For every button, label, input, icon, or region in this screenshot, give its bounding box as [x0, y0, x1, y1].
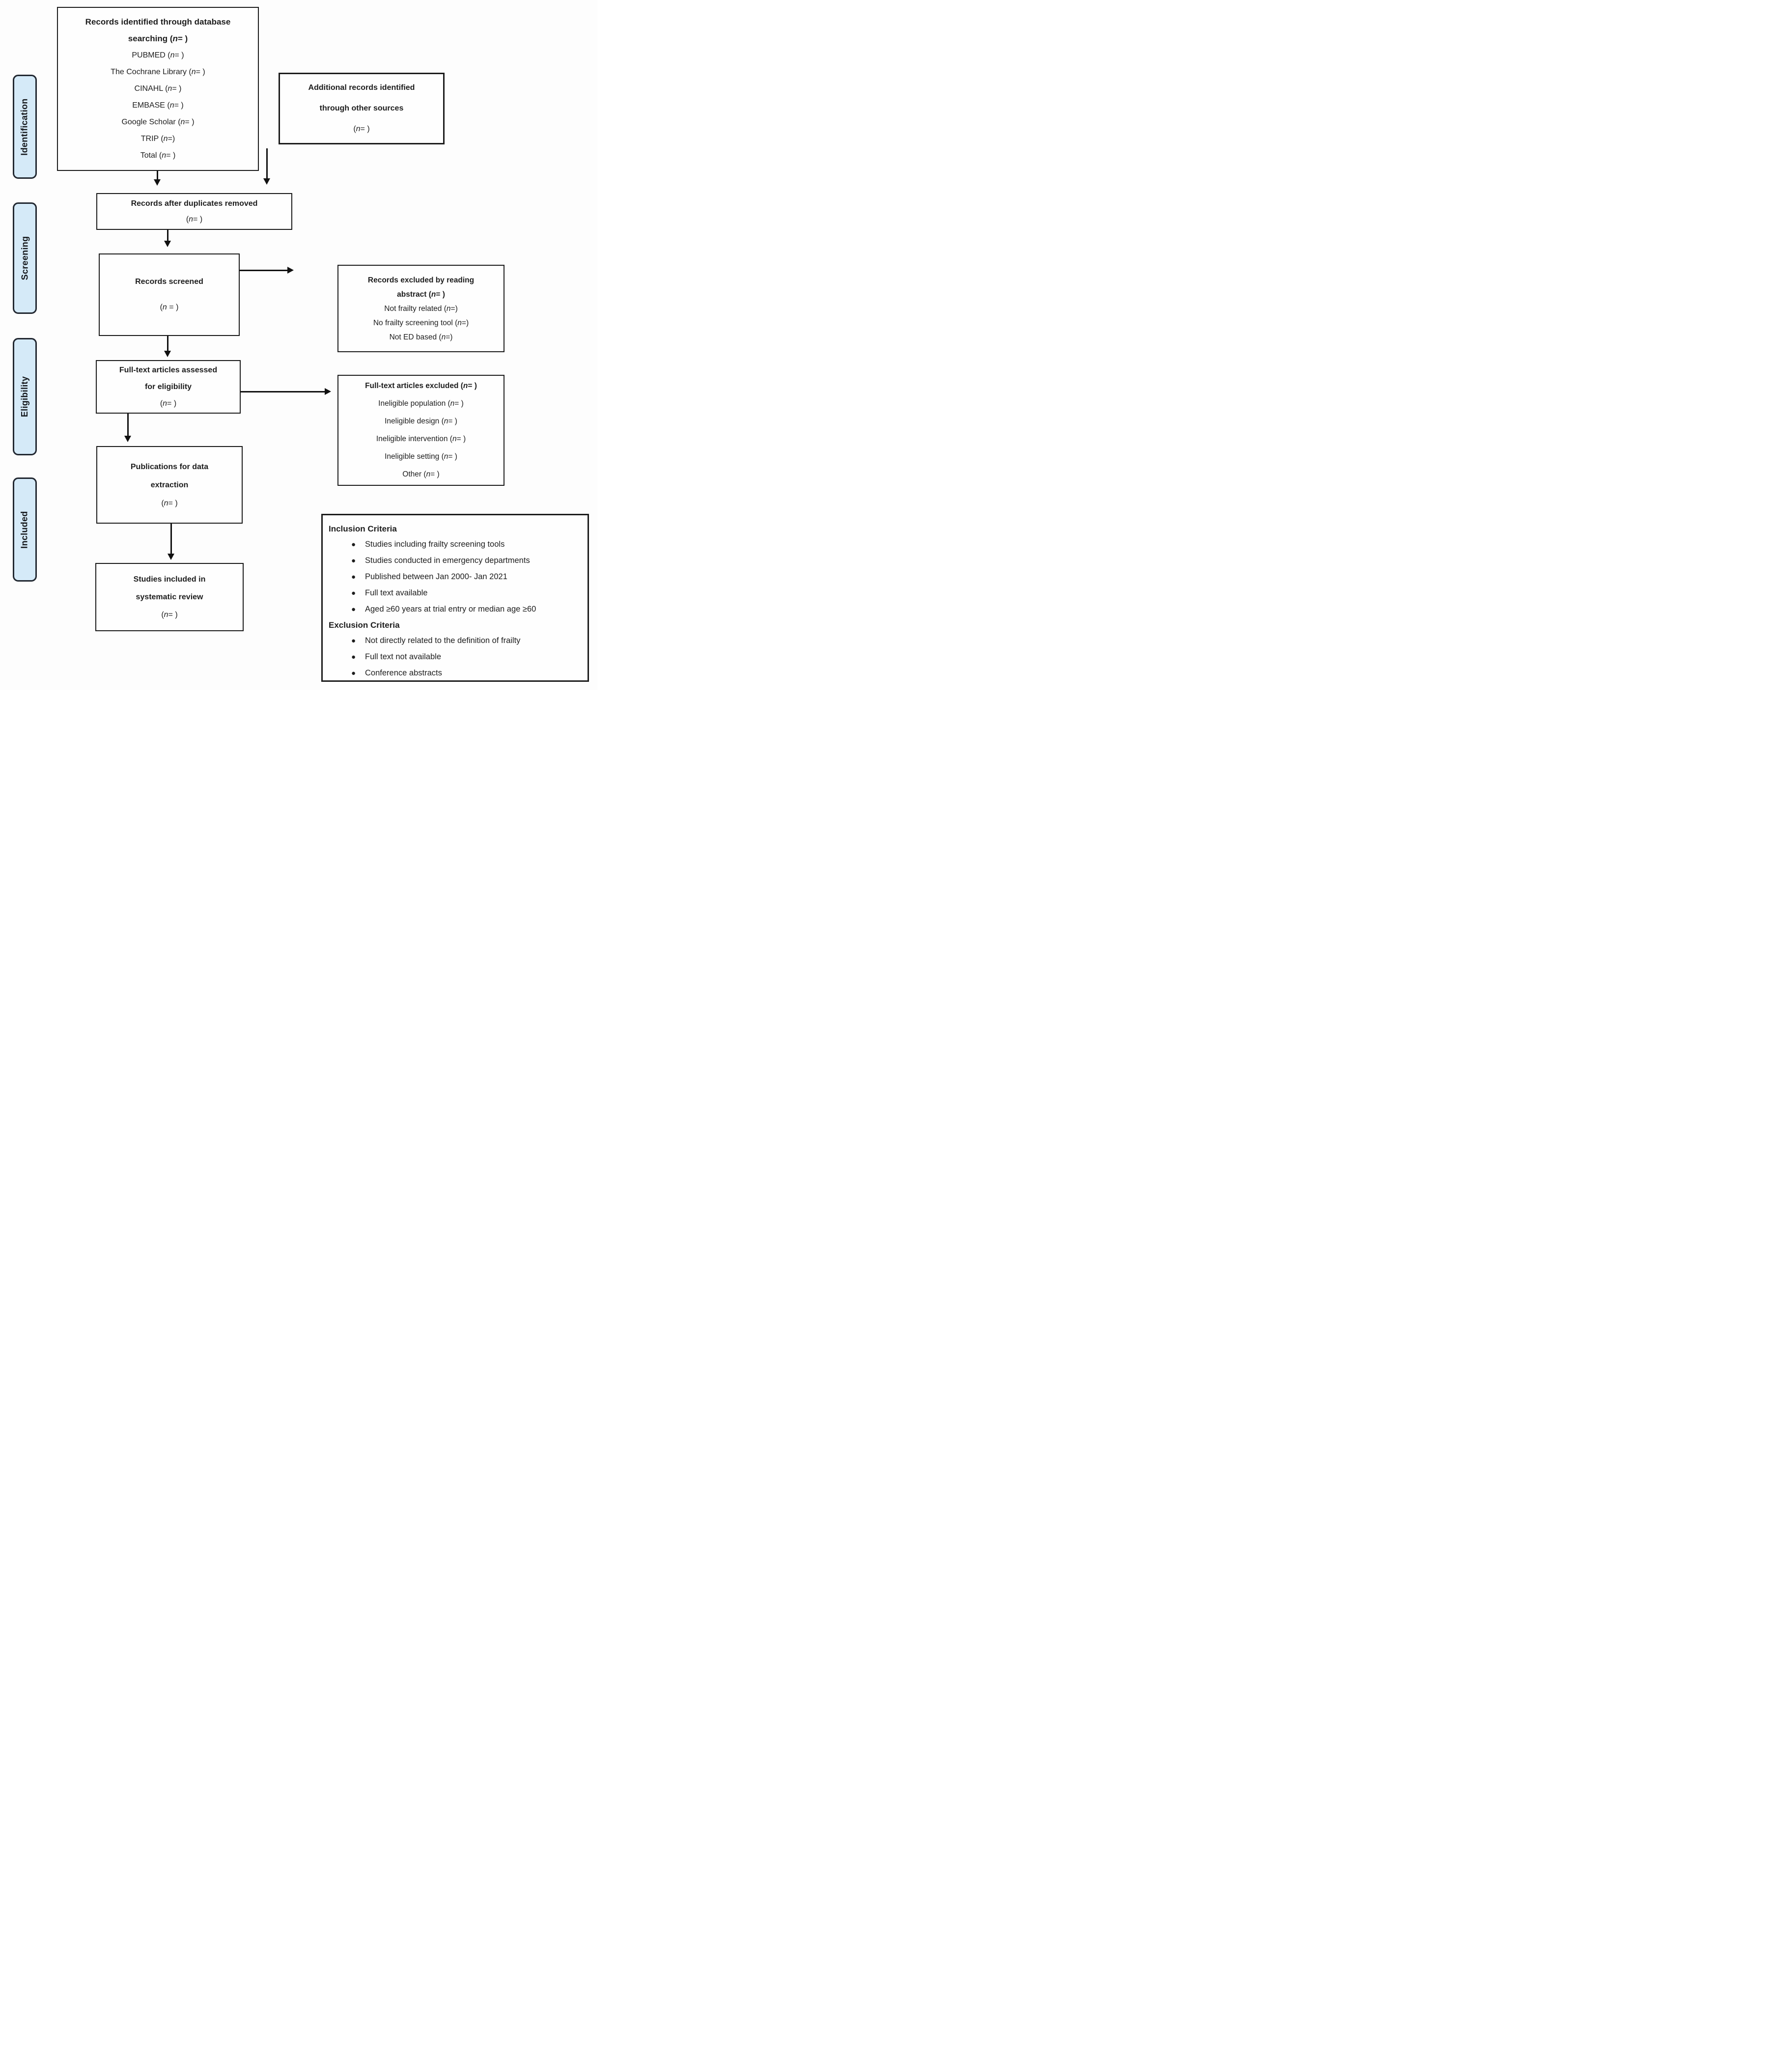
box-title-line: Publications for data — [130, 462, 209, 471]
database-line: EMBASE (n= ) — [132, 101, 184, 110]
database-line: CINAHL (n= ) — [134, 84, 182, 93]
box-criteria: Inclusion Criteria ● Studies including f… — [321, 514, 589, 682]
box-title-line: systematic review — [136, 592, 203, 601]
bullet-icon: ● — [351, 637, 356, 645]
count-line: (n= ) — [186, 215, 203, 224]
exclusion-item: ● Not directly related to the definition… — [329, 633, 581, 649]
inclusion-item: ● Studies conducted in emergency departm… — [329, 553, 581, 569]
inclusion-item-text: Studies including frailty screening tool… — [365, 540, 505, 549]
arrowhead-right-icon — [325, 388, 331, 395]
box-title-line: abstract (n= ) — [397, 290, 445, 299]
inclusion-item-text: Aged ≥60 years at trial entry or median … — [365, 605, 536, 614]
box-fulltext-assessed: Full-text articles assessed for eligibil… — [96, 360, 241, 414]
exclusion-reason-line: Not frailty related (n=) — [384, 304, 458, 313]
database-line: Google Scholar (n= ) — [121, 118, 195, 126]
box-title-line: Full-text articles excluded (n= ) — [365, 382, 477, 390]
box-additional-records: Additional records identified through ot… — [279, 73, 445, 144]
arrowhead-down-icon — [168, 554, 174, 560]
box-title-line: Records screened — [135, 278, 203, 286]
stage-tab-included: Included — [13, 477, 37, 582]
box-data-extraction: Publications for data extraction (n= ) — [96, 446, 243, 524]
inclusion-item: ● Studies including frailty screening to… — [329, 536, 581, 553]
arrow-line — [170, 524, 172, 554]
stage-label-included: Included — [20, 510, 29, 549]
arrowhead-down-icon — [124, 436, 131, 442]
inclusion-item: ● Published between Jan 2000- Jan 2021 — [329, 569, 581, 585]
count-line: (n= ) — [161, 499, 178, 507]
bullet-icon: ● — [351, 605, 356, 614]
arrowhead-down-icon — [164, 241, 171, 247]
count-line: (n= ) — [353, 125, 370, 133]
box-fulltext-excluded: Full-text articles excluded (n= ) Inelig… — [337, 375, 504, 486]
box-records-identified: Records identified through database sear… — [57, 7, 259, 171]
database-line: The Cochrane Library (n= ) — [111, 68, 205, 76]
box-title-line: Full-text articles assessed — [119, 365, 218, 374]
count-line: (n = ) — [160, 303, 179, 311]
bullet-icon: ● — [351, 540, 356, 549]
database-line: PUBMED (n= ) — [132, 51, 184, 59]
arrow-line — [167, 230, 168, 241]
arrow-line — [241, 391, 325, 392]
arrow-line — [240, 270, 288, 271]
stage-tab-eligibility: Eligibility — [13, 338, 37, 455]
stage-label-eligibility: Eligibility — [20, 376, 29, 418]
exclusion-reason-line: Ineligible design (n= ) — [385, 417, 457, 425]
exclusion-reason-line: Not ED based (n=) — [389, 333, 453, 341]
stage-tab-identification: Identification — [13, 75, 37, 179]
bullet-icon: ● — [351, 573, 356, 581]
box-studies-included: Studies included in systematic review (n… — [95, 563, 244, 631]
exclusion-item-text: Conference abstracts — [365, 669, 442, 677]
stage-label-screening: Screening — [20, 236, 30, 280]
arrow-line — [127, 414, 129, 436]
exclusion-item: ● Conference abstracts — [329, 665, 581, 681]
inclusion-item-text: Published between Jan 2000- Jan 2021 — [365, 572, 507, 581]
exclusion-item: ● Full text not available — [329, 649, 581, 665]
box-title-line: extraction — [150, 480, 189, 489]
exclusion-reason-line: Other (n= ) — [402, 470, 440, 478]
arrow-line — [157, 171, 158, 180]
box-duplicates-removed: Records after duplicates removed (n= ) — [96, 193, 292, 230]
inclusion-criteria-title: Inclusion Criteria — [329, 524, 397, 533]
inclusion-item: ● Full text available — [329, 585, 581, 601]
count-line: (n= ) — [160, 399, 177, 408]
exclusion-item-text: Full text not available — [365, 652, 442, 661]
inclusion-item: ● Aged ≥60 years at trial entry or media… — [329, 601, 581, 617]
arrow-line — [167, 336, 168, 351]
exclusion-reason-line: Ineligible setting (n= ) — [385, 452, 457, 461]
box-title-line: Records after duplicates removed — [131, 199, 258, 208]
arrowhead-down-icon — [154, 179, 161, 186]
inclusion-item-text: Full text available — [365, 588, 428, 597]
box-title-line: through other sources — [319, 104, 404, 112]
database-line: TRIP (n=) — [140, 135, 175, 143]
exclusion-reason-line: Ineligible population (n= ) — [378, 399, 464, 408]
count-line: (n= ) — [161, 610, 178, 619]
exclusion-item-text: Not directly related to the definition o… — [365, 636, 521, 645]
prisma-flow-diagram: Identification Screening Eligibility Inc… — [0, 0, 597, 690]
box-title-line: for eligibility — [144, 382, 192, 391]
arrow-line — [266, 148, 268, 179]
bullet-icon: ● — [351, 589, 356, 597]
box-title-line: Records excluded by reading — [367, 276, 475, 284]
exclusion-criteria-title: Exclusion Criteria — [329, 620, 400, 630]
exclusion-reason-line: Ineligible intervention (n= ) — [376, 435, 466, 443]
box-records-screened: Records screened (n = ) — [99, 253, 240, 336]
box-records-excluded-abstract: Records excluded by reading abstract (n=… — [337, 265, 504, 352]
exclusion-reason-line: No frailty screening tool (n=) — [373, 318, 469, 327]
bullet-icon: ● — [351, 557, 356, 565]
inclusion-item-text: Studies conducted in emergency departmen… — [365, 556, 530, 565]
arrowhead-right-icon — [287, 267, 294, 274]
database-line: Total (n= ) — [140, 151, 176, 160]
box-title-line: Studies included in — [133, 575, 206, 584]
box-title-line: searching (n= ) — [128, 34, 188, 43]
box-title-line: Additional records identified — [308, 84, 415, 92]
arrowhead-down-icon — [164, 351, 171, 357]
stage-tab-screening: Screening — [13, 202, 37, 314]
box-title-line: Records identified through database — [85, 17, 231, 27]
stage-label-identification: Identification — [20, 98, 30, 156]
bullet-icon: ● — [351, 653, 356, 661]
arrowhead-down-icon — [263, 178, 270, 185]
bullet-icon: ● — [351, 669, 356, 677]
